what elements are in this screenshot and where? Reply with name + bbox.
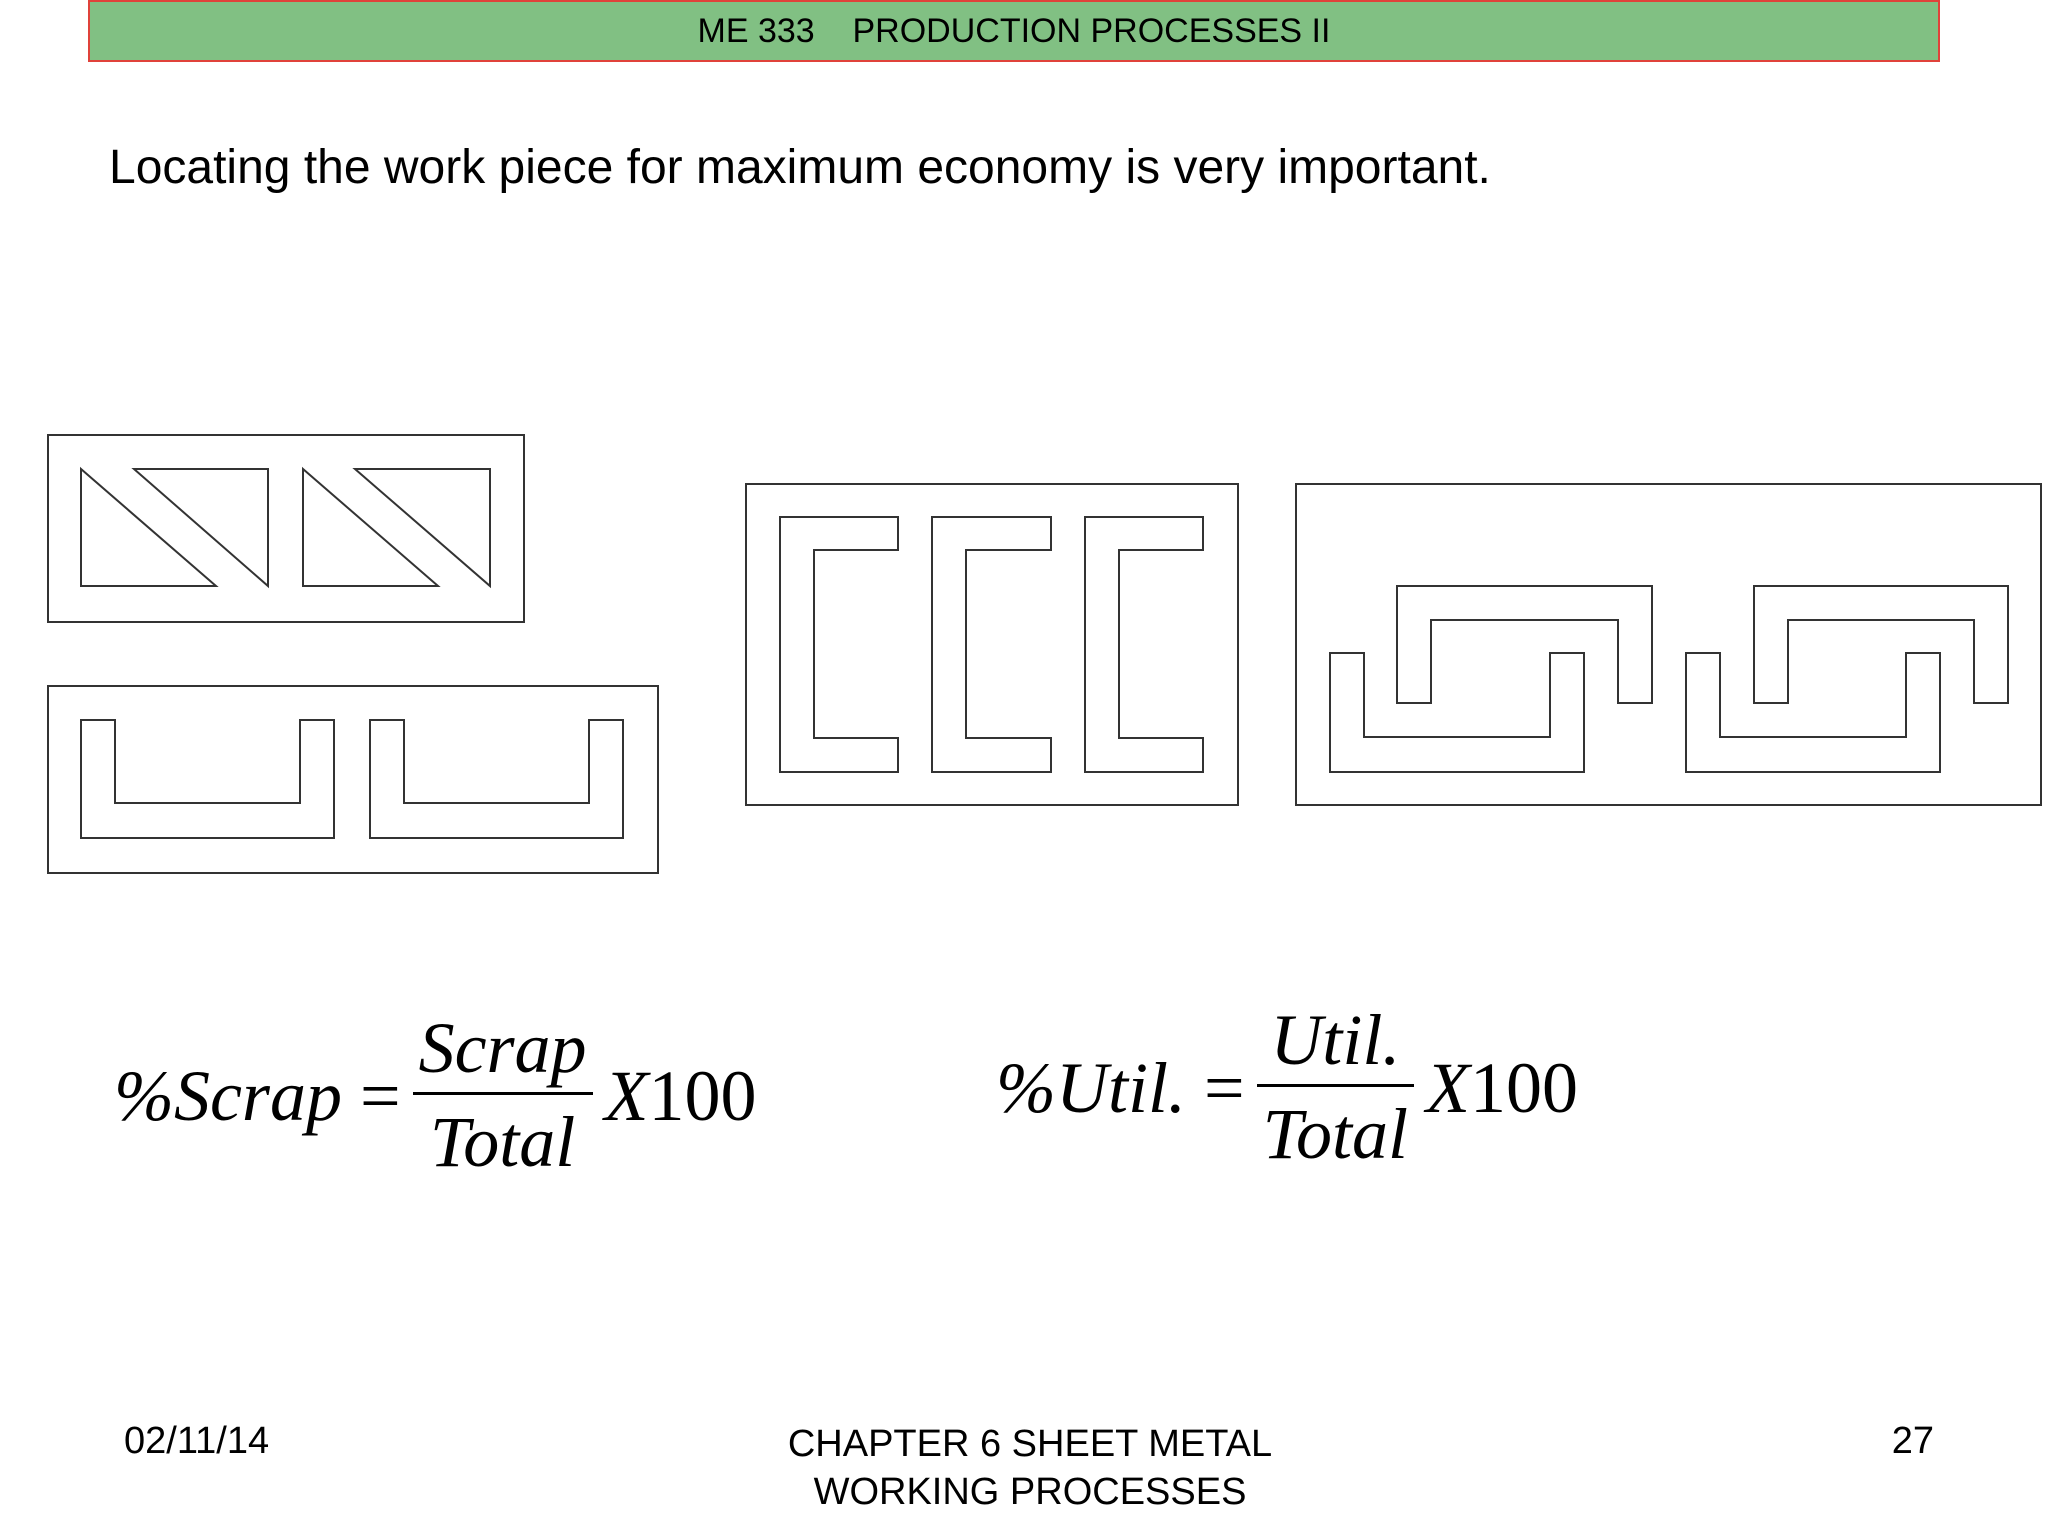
formula-rhs: X100 xyxy=(605,1055,757,1138)
multiplier-factor: 100 xyxy=(1470,1048,1579,1128)
util-lhs-text: %Util. xyxy=(996,1048,1186,1128)
course-title: ME 333 PRODUCTION PROCESSES II xyxy=(697,11,1331,50)
formula-lhs: %Util. = xyxy=(996,1047,1245,1130)
cup-part xyxy=(1329,652,1585,773)
triangle-part xyxy=(352,468,491,589)
chapter-line-1: CHAPTER 6 SHEET METAL xyxy=(787,1423,1273,1465)
channel-part xyxy=(80,719,335,839)
footer-chapter: CHAPTER 6 SHEET METAL WORKING PROCESSES xyxy=(730,1420,1330,1516)
equals-sign: = xyxy=(1203,1048,1245,1128)
chapter-line-2: WORKING PROCESSES xyxy=(813,1471,1247,1513)
c-part xyxy=(931,516,1052,773)
footer-date: 02/11/14 xyxy=(124,1420,270,1462)
triangle-part xyxy=(302,466,441,587)
fraction-bar xyxy=(1256,1084,1415,1087)
triangle-part xyxy=(131,468,269,589)
cup-part xyxy=(1685,652,1941,773)
channel-part xyxy=(369,719,624,839)
formula-rhs: X100 xyxy=(1426,1047,1578,1130)
c-part xyxy=(779,516,899,773)
scrap-lhs-text: %Scrap xyxy=(114,1056,342,1136)
channels-strip xyxy=(47,685,659,874)
c-part xyxy=(1084,516,1204,773)
strip-outline xyxy=(47,434,525,623)
header-bar: ME 333 PRODUCTION PROCESSES II xyxy=(88,0,1940,62)
fraction-numerator: Scrap xyxy=(418,1008,587,1088)
formula-lhs: %Scrap = xyxy=(114,1055,401,1138)
fraction-denominator: Total xyxy=(429,1102,576,1182)
multiplier-factor: 100 xyxy=(648,1056,757,1136)
scrap-formula: %Scrap = Scrap Total X100 xyxy=(114,1004,757,1189)
multiplier-symbol: X xyxy=(604,1056,649,1136)
strip-outline xyxy=(1295,483,2042,806)
triangle-part xyxy=(80,466,219,587)
equals-sign: = xyxy=(359,1056,401,1136)
cap-part xyxy=(1396,585,1653,704)
strip-outline xyxy=(47,685,659,874)
util-formula: %Util. = Util. Total X100 xyxy=(996,996,1578,1181)
strip-outline xyxy=(745,483,1239,806)
fraction-denominator: Total xyxy=(1262,1094,1409,1174)
fraction-bar xyxy=(412,1092,593,1095)
util-fraction: Util. Total xyxy=(1256,996,1415,1181)
multiplier-symbol: X xyxy=(1426,1048,1471,1128)
page-number: 27 xyxy=(1891,1420,1934,1462)
triangles-strip xyxy=(47,434,525,623)
cap-part xyxy=(1753,585,2009,704)
slide-heading: Locating the work piece for maximum econ… xyxy=(109,141,1491,194)
fraction-numerator: Util. xyxy=(1270,1000,1401,1080)
scrap-fraction: Scrap Total xyxy=(412,1004,593,1189)
interlocked-z-strip xyxy=(1295,483,2042,806)
c-sections-strip xyxy=(745,483,1239,806)
